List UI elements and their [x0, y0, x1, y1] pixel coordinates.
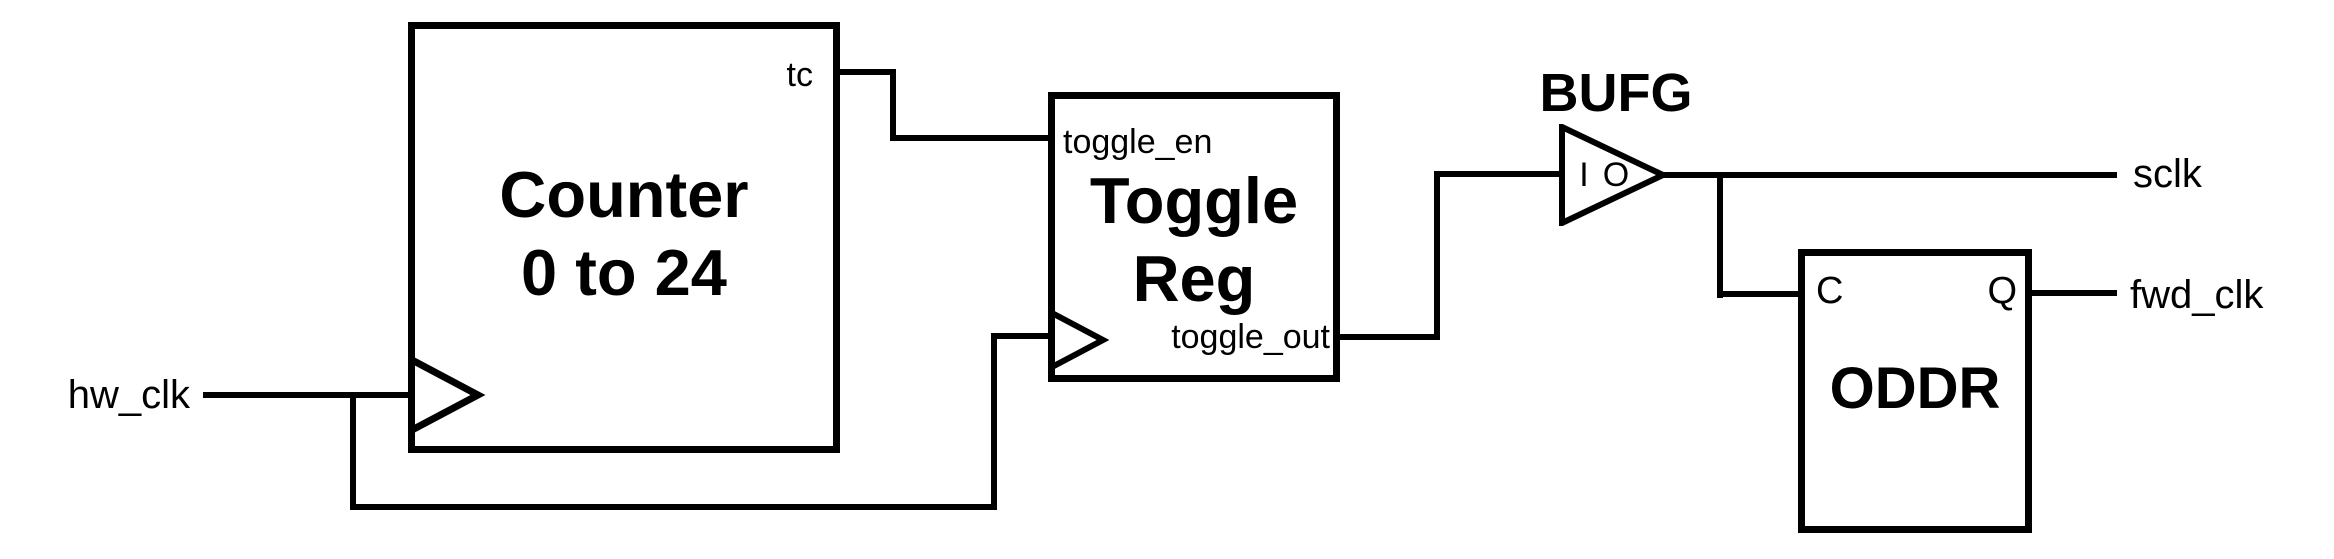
- hw-clk-branch-down-wire: [350, 392, 356, 510]
- toggle-reg-clock-edge-icon: [1052, 310, 1110, 370]
- toggle-out-up-wire: [1434, 171, 1440, 340]
- bufg-in-wire: [1434, 171, 1564, 177]
- hw-clk-label: hw_clk: [67, 373, 190, 417]
- bufg-i-pin-label: I: [1579, 156, 1589, 194]
- oddr-title: ODDR: [1829, 356, 2001, 421]
- oddr-block: [1798, 249, 2032, 533]
- sclk-branch-down-wire: [1717, 172, 1723, 298]
- bufg-o-pin-label: O: [1602, 156, 1630, 194]
- toggle-reg-title: Toggle Reg: [1048, 162, 1340, 318]
- tc-out-wire: [836, 69, 896, 75]
- fwd-clk-label: fwd_clk: [2130, 273, 2264, 317]
- counter-block: [408, 22, 840, 453]
- oddr-c-in-wire: [1717, 291, 1802, 297]
- sclk-wire: [1663, 172, 2117, 178]
- tc-down-wire: [890, 69, 896, 141]
- bufg-label: BUFG: [1539, 63, 1693, 123]
- sclk-label: sclk: [2133, 152, 2202, 196]
- toggle-out-wire: [1338, 334, 1440, 340]
- counter-title: Counter 0 to 24: [408, 156, 840, 312]
- oddr-c-pin-label: C: [1816, 270, 1844, 312]
- toggle-out-pin-label: toggle_out: [1171, 318, 1330, 356]
- counter-title-line1: Counter: [499, 158, 749, 231]
- bufg-buffer-icon: [1559, 124, 1669, 226]
- toggle-reg-title-line1: Toggle: [1089, 164, 1299, 237]
- oddr-q-pin-label: Q: [1987, 270, 2017, 312]
- counter-clock-edge-icon: [412, 356, 486, 434]
- toggle-clk-in-wire: [991, 333, 1051, 339]
- counter-title-line2: 0 to 24: [521, 236, 727, 309]
- toggle-en-pin-label: toggle_en: [1063, 123, 1213, 161]
- hw-clk-wire: [203, 392, 408, 398]
- counter-tc-pin-label: tc: [786, 56, 813, 94]
- oddr-q-out-wire: [2030, 290, 2117, 296]
- hw-clk-up-wire: [991, 333, 997, 510]
- toggle-reg-title-line2: Reg: [1132, 242, 1256, 315]
- hw-clk-bottom-wire: [350, 504, 997, 510]
- toggle-en-in-wire: [890, 135, 1050, 141]
